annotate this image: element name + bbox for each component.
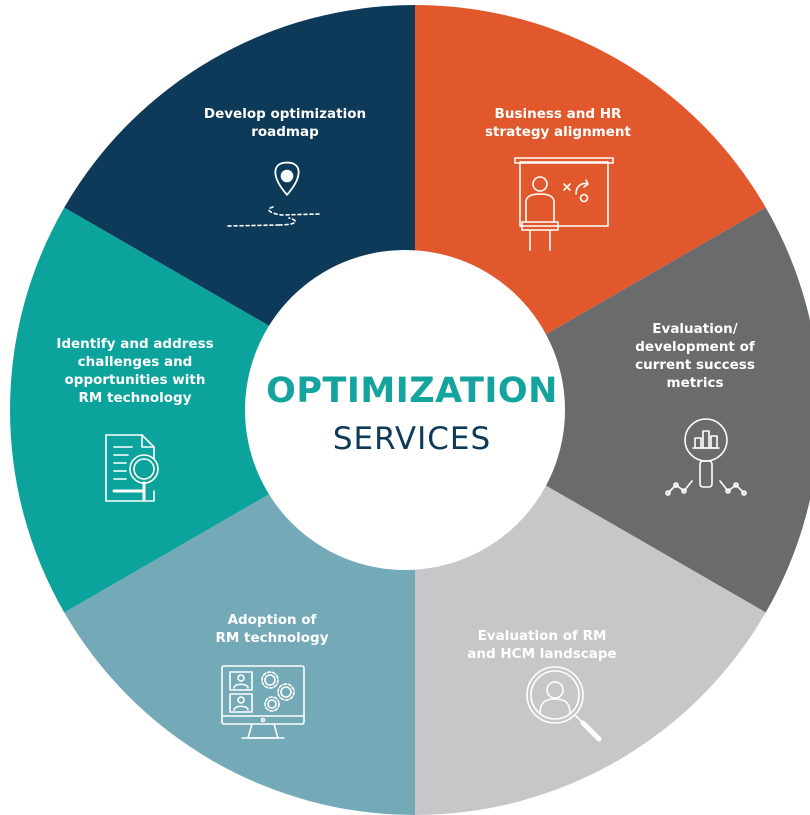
segment-label-line: Identify and address [56, 336, 213, 352]
segment-label-line: Adoption of [228, 612, 317, 628]
center-circle [245, 250, 565, 570]
center-subtitle: SERVICES [333, 421, 491, 457]
location-pin-icon [226, 161, 320, 227]
segment-label-line: opportunities with [65, 372, 206, 388]
segment-label-line: metrics [667, 375, 724, 391]
segment-success-metrics [415, 207, 810, 613]
segment-label-line: Business and HR [495, 106, 622, 122]
person-search-icon [526, 666, 602, 742]
segment-label-line: strategy alignment [485, 124, 632, 140]
analytics-magnifier-icon [665, 418, 747, 496]
segment-label-line: Evaluation/ [652, 321, 737, 337]
segment-label-line: development of [635, 339, 755, 355]
segment-label-challenges: Identify and address challenges and opport… [56, 336, 213, 406]
presentation-board-icon [514, 157, 614, 251]
segment-label-line: roadmap [251, 124, 319, 140]
monitor-gears-icon [221, 665, 305, 739]
segment-label-roadmap: Develop optimization roadmap [204, 106, 366, 140]
segment-label-line: current success [635, 357, 755, 373]
segment-label-line: Develop optimization [204, 106, 366, 122]
segment-label-business-hr: Business and HR strategy alignment [485, 106, 632, 140]
center-title: OPTIMIZATION [266, 371, 558, 411]
document-search-icon [105, 434, 159, 502]
segment-label-line: RM technology [78, 390, 191, 406]
segment-label-success-metrics: Evaluation/development of current success… [635, 321, 755, 391]
segment-label-line: and HCM landscape [467, 646, 616, 662]
segment-challenges [10, 207, 416, 613]
segment-label-line: Evaluation of RM [478, 628, 607, 644]
segment-label-rm-hcm: Evaluation of RM and HCM landscape [467, 628, 616, 662]
segment-label-adoption: Adoption of RM technology [215, 612, 328, 646]
segment-icons [105, 157, 747, 742]
segment-label-line: RM technology [215, 630, 328, 646]
segment-labels: Business and HR strategy alignmentEvaluat… [56, 106, 755, 662]
segment-label-line: challenges and [78, 354, 193, 370]
